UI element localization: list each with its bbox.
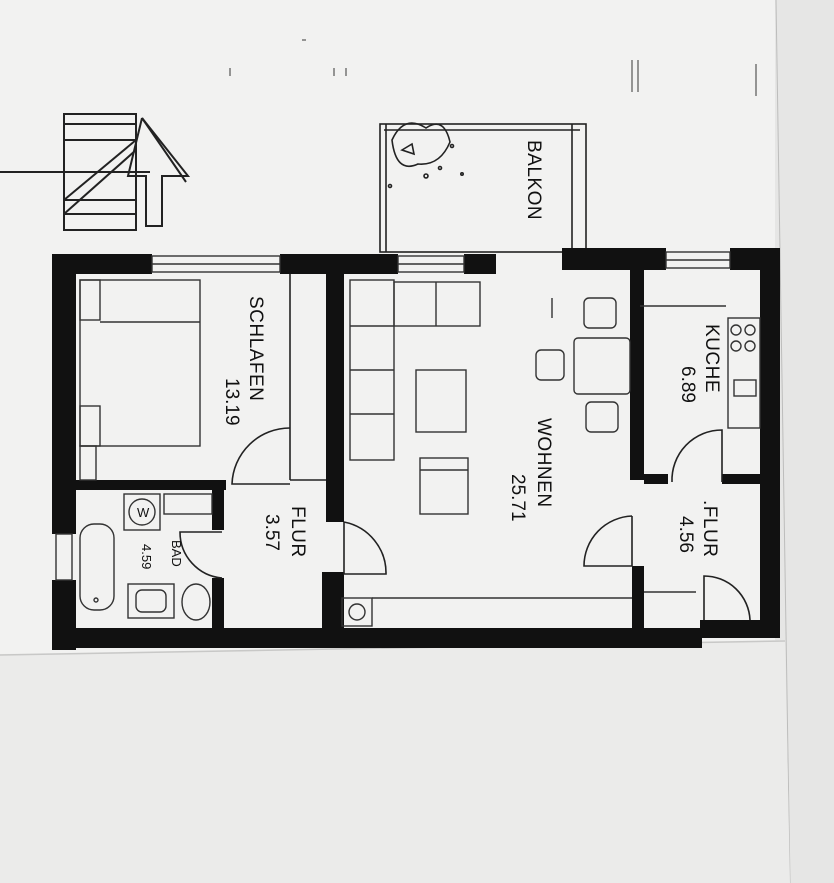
- balcony-plant-icon: [387, 122, 464, 189]
- registration-marks: [229, 39, 757, 96]
- bathroom-fixtures: [79, 493, 213, 621]
- north-arrow-icon: [0, 113, 191, 231]
- kuche-label: KUCHE: [701, 324, 722, 393]
- schlafen-area: 13.19: [221, 378, 242, 426]
- schlafen-label: SCHLAFEN: [245, 296, 266, 401]
- wohnen-label: WOHNEN: [533, 418, 554, 508]
- kuche-area: 6.89: [677, 366, 698, 403]
- paper-edge-right: [775, 0, 791, 883]
- paper-sheet-upper: [0, 0, 790, 660]
- flur-left-area: 3.57: [261, 514, 282, 551]
- balcony: [379, 122, 587, 253]
- bed: [79, 279, 201, 481]
- paper-sheet-lower: [0, 640, 790, 883]
- flur-left-label: FLUR: [287, 506, 308, 558]
- kitchen-counter: [640, 305, 761, 429]
- door-swings: [179, 427, 751, 621]
- flur-right-area: 4.56: [675, 516, 696, 553]
- bad-area: 4.59: [139, 544, 154, 569]
- outer-walls: [52, 248, 780, 650]
- washer-symbol-icon: W: [137, 505, 150, 520]
- living-furniture: [341, 279, 632, 627]
- wohnen-area: 25.71: [507, 474, 528, 522]
- flur-right-label: .FLUR: [699, 500, 720, 557]
- interior-walls: [76, 268, 762, 632]
- windows: [55, 251, 731, 581]
- bad-label: BAD: [169, 540, 184, 567]
- balkon-label: BALKON: [523, 140, 544, 220]
